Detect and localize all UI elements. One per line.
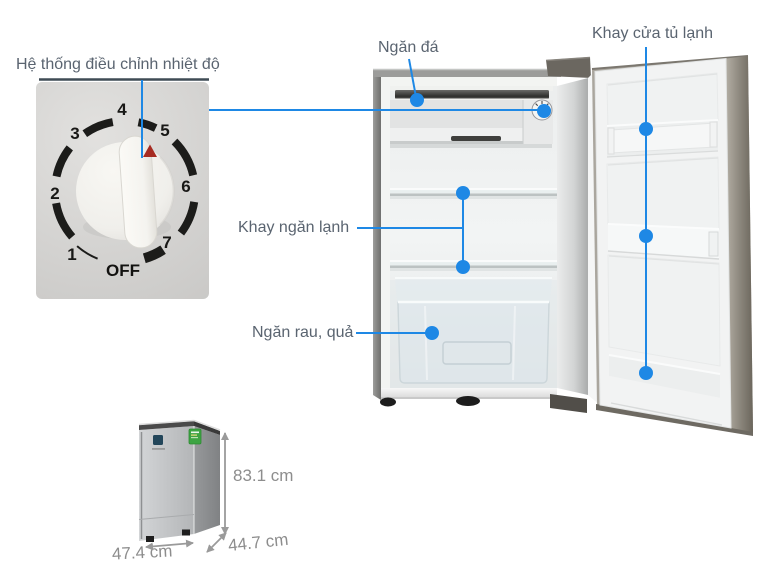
door-shelf-2 xyxy=(607,223,720,260)
glass-shelf-2 xyxy=(390,260,557,271)
glass-shelf-1 xyxy=(390,188,557,199)
label-crisper: Ngăn rau, quả xyxy=(252,324,354,341)
fridge-base xyxy=(381,388,557,398)
dial-graphic xyxy=(52,118,199,264)
dial-number-2: 2 xyxy=(50,184,60,203)
dial-number-3: 3 xyxy=(70,124,80,143)
label-temp-system: Hệ thống điều chỉnh nhiệt độ xyxy=(16,56,220,73)
dial-knob-handle xyxy=(118,135,158,249)
mini-fridge-foot xyxy=(146,536,154,542)
top-hinge xyxy=(546,57,591,78)
mini-fridge-side xyxy=(194,426,220,534)
dial-number-7: 7 xyxy=(162,233,172,252)
mini-fridge-foot xyxy=(182,529,190,536)
dial-off-label: OFF xyxy=(106,261,140,280)
cabinet-right-wall xyxy=(557,78,588,395)
fridge-foot-middle xyxy=(456,396,480,406)
label-door-tray: Khay cửa tủ lạnh xyxy=(592,25,714,42)
door-shelf-1 xyxy=(606,119,719,158)
dial-number-4: 4 xyxy=(117,100,127,119)
mini-fridge-front xyxy=(139,426,194,541)
energy-label xyxy=(188,428,202,445)
door-outer-shell xyxy=(726,56,753,432)
label-freezer: Ngăn đá xyxy=(378,39,439,56)
fridge-illustration xyxy=(373,55,753,436)
dial-number-1: 1 xyxy=(67,245,77,264)
fridge-door xyxy=(591,55,753,436)
dim-height: 83.1 cm xyxy=(233,466,294,485)
dial-pointer-icon xyxy=(143,144,157,157)
crisper-drawer xyxy=(395,277,552,384)
mini-fridge-top xyxy=(139,421,194,430)
cabinet-top-frame xyxy=(373,69,561,77)
bottom-hinge xyxy=(550,394,587,413)
brand-logo xyxy=(153,435,163,445)
dial-arc xyxy=(52,118,199,264)
dial-number-5: 5 xyxy=(160,121,170,140)
mini-fridge-dimensions xyxy=(138,419,221,542)
cabinet-left-frame xyxy=(373,69,381,400)
fridge-foot-left xyxy=(380,397,396,407)
label-cold-tray: Khay ngăn lạnh xyxy=(238,219,350,236)
door-bottom-tray xyxy=(608,354,723,426)
freezer-compartment xyxy=(390,86,553,148)
dial-number-6: 6 xyxy=(181,177,191,196)
